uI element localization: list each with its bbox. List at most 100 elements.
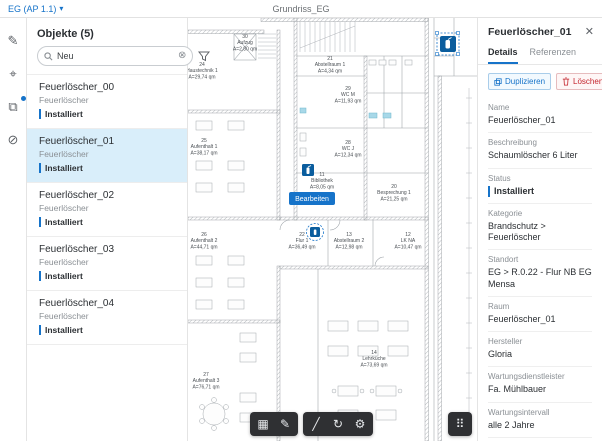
toolbar-group-tools: ╱ ↻ ⚙ <box>303 412 373 436</box>
object-type: Feuerlöscher <box>39 257 89 267</box>
document-title: Grundriss_EG <box>272 3 330 14</box>
edit-pen-icon[interactable]: ✎ <box>7 33 19 48</box>
dimension-ruler <box>466 88 472 428</box>
field-value: Schaumlöscher 6 Liter <box>488 150 578 161</box>
field-label: Status <box>488 173 511 183</box>
field-label: Name <box>488 103 510 112</box>
settings-gear-icon[interactable]: ⚙ <box>354 417 366 431</box>
copy-icon <box>494 77 502 86</box>
object-search-box[interactable]: ⊗ <box>37 46 194 66</box>
duplicate-button[interactable]: Duplizieren <box>488 73 552 90</box>
furniture <box>195 59 413 431</box>
filter-funnel-icon[interactable] <box>198 50 211 62</box>
detail-field: Wartungsintervall alle 2 Jahre <box>488 403 592 438</box>
edit-icon[interactable]: ✎ <box>279 417 291 431</box>
field-label: Wartungsdienstleister <box>488 372 565 382</box>
field-value: alle 2 Jahre <box>488 419 535 430</box>
tool-rail: ✎ ⌖ ⧉ ⊘ <box>0 18 27 441</box>
field-label: Beschreibung <box>488 138 537 148</box>
field-value: Gloria <box>488 349 513 359</box>
object-list-item[interactable]: Feuerlöscher_04 Feuerlöscher Installiert <box>27 291 187 345</box>
object-list-item[interactable]: Feuerlöscher_02 Feuerlöscher Installiert <box>27 183 187 237</box>
object-status-badge: Installiert <box>39 109 83 119</box>
field-value: Feuerlöscher_01 <box>488 115 556 125</box>
history-icon[interactable]: ↻ <box>332 417 344 431</box>
duplicate-label: Duplizieren <box>505 77 546 86</box>
stairs <box>258 22 356 59</box>
detail-field: Standort EG > R.0.22 - Flur NB EG Mensa <box>488 250 592 297</box>
plan-toolbar: ▦ ✎ ╱ ↻ ⚙ <box>250 412 373 436</box>
detail-field: Raum Feuerlöscher_01 <box>488 297 592 332</box>
detail-field: Kategorie Brandschutz > Feuerlöscher <box>488 204 592 251</box>
object-status-badge: Installiert <box>39 271 83 281</box>
detail-field: Hersteller Gloria <box>488 332 592 368</box>
object-name: Feuerlöscher_02 <box>39 190 115 201</box>
detail-panel: Feuerlöscher_01 ✕ Details Referenzen Dup… <box>477 18 602 441</box>
close-icon[interactable]: ✕ <box>584 25 594 38</box>
object-name: Feuerlöscher_01 <box>39 136 115 147</box>
objects-panel: Objekte (5) ⊗ Feuerlöscher_00 Feuerlösch… <box>27 18 211 441</box>
search-input[interactable] <box>57 51 174 61</box>
floor-context-dropdown[interactable]: EG (AP 1.1) ▾ <box>0 4 63 14</box>
detail-field: Status Installiert <box>488 169 592 204</box>
extinguisher-marker-top[interactable] <box>435 31 460 56</box>
detail-title: Feuerlöscher_01 <box>488 26 572 38</box>
selected-object-callout: Bearbeiten <box>289 164 335 205</box>
object-name: Feuerlöscher_04 <box>39 298 115 309</box>
layers-icon[interactable]: ⧉ <box>5 96 26 115</box>
circle-slash-icon[interactable]: ⊘ <box>7 132 19 147</box>
grid-icon[interactable]: ▦ <box>257 417 269 431</box>
object-name: Feuerlöscher_00 <box>39 82 115 93</box>
detail-field: Beschreibung Schaumlöscher 6 Liter <box>488 133 592 169</box>
field-value: Brandschutz > Feuerlöscher <box>488 220 546 242</box>
object-list-item[interactable]: Feuerlöscher_03 Feuerlöscher Installiert <box>27 237 187 291</box>
extinguisher-glyph <box>313 229 317 235</box>
floor-context-label: EG (AP 1.1) <box>8 3 57 14</box>
tab-details[interactable]: Details <box>488 44 518 64</box>
extinguisher-glyph <box>306 167 310 174</box>
field-label: Raum <box>488 301 510 311</box>
field-value: Installiert <box>488 185 592 197</box>
bearbeiten-button[interactable] <box>289 192 335 205</box>
object-list-item[interactable]: Feuerlöscher_01 Feuerlöscher Installiert <box>27 129 187 183</box>
floorplan-lines <box>233 18 477 441</box>
object-name: Feuerlöscher_03 <box>39 244 115 255</box>
top-bar: Grundriss_EG EG (AP 1.1) ▾ <box>0 0 602 18</box>
clear-search-icon[interactable]: ⊗ <box>178 50 187 61</box>
toolbar-group-view: ▦ ✎ <box>250 412 298 436</box>
map-pin-icon[interactable]: ⌖ <box>9 66 17 81</box>
object-list-item[interactable]: Feuerlöscher_00 Feuerlöscher Installiert <box>27 75 187 129</box>
field-value: Fa. Mühlbauer <box>488 384 547 395</box>
chevron-down-icon: ▾ <box>59 4 64 13</box>
field-value: EG > R.0.22 - Flur NB EG Mensa <box>488 267 592 289</box>
detail-fields: Name Feuerlöscher_01 Beschreibung Schaum… <box>478 98 602 441</box>
object-type: Feuerlöscher <box>39 95 89 105</box>
tab-referenzen[interactable]: Referenzen <box>529 47 577 57</box>
selected-extinguisher-marker[interactable] <box>306 223 324 241</box>
delete-button[interactable]: Löschen <box>556 73 602 90</box>
apps-icon[interactable]: ⠿ <box>448 412 472 436</box>
detail-field: Name Feuerlöscher_01 <box>488 98 592 134</box>
detail-tabs: Details Referenzen <box>478 44 602 65</box>
object-type: Feuerlöscher <box>39 311 89 321</box>
floorplan-walls <box>188 18 442 441</box>
notification-dot <box>20 96 26 101</box>
bearbeiten-button-label: Bearbeiten <box>295 196 329 203</box>
draw-line-icon[interactable]: ╱ <box>312 417 320 431</box>
objects-panel-title: Objekte (5) <box>37 28 94 40</box>
